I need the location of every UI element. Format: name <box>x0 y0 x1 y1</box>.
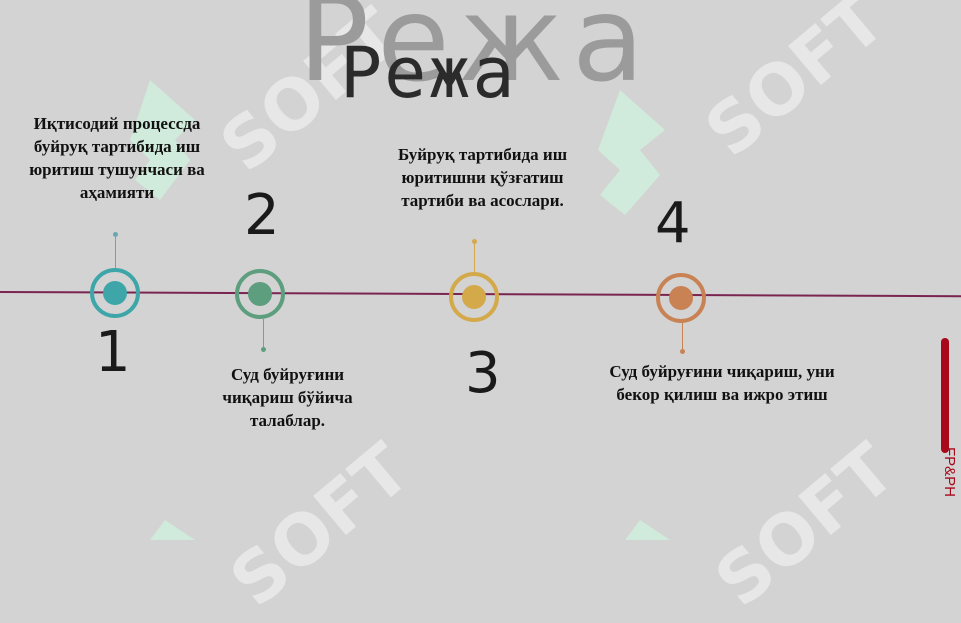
watermark-text: SOFT <box>690 0 901 173</box>
item-2-number: 2 <box>244 183 280 248</box>
item-2-dot <box>261 347 266 352</box>
item-1-dot <box>113 232 118 237</box>
side-label: FP&PH <box>941 447 958 498</box>
watermark-text: SOFT <box>215 427 426 623</box>
item-3-stem <box>474 244 475 272</box>
item-1-number: 1 <box>95 320 131 385</box>
item-2-stem <box>263 319 264 347</box>
item-4-text: Суд буйруғини чиқариш, уни бекор қилиш в… <box>609 362 835 404</box>
item-3-node-center <box>462 285 486 309</box>
item-2-text: Суд буйруғини чиқариш бўйича талаблар. <box>222 365 353 430</box>
side-accent-bar <box>941 338 949 453</box>
item-4-number: 4 <box>655 191 691 256</box>
item-3-number: 3 <box>465 341 501 406</box>
item-1-stem <box>115 237 116 268</box>
item-1-text: Иқтисодий процессда буйруқ тартибида иш … <box>29 114 205 202</box>
item-3-dot <box>472 239 477 244</box>
item-3-node[interactable] <box>449 272 499 322</box>
title-shadow: Режа <box>298 0 653 108</box>
item-4-dot <box>680 349 685 354</box>
item-1-node-center <box>103 281 127 305</box>
page-title: Режа <box>340 32 517 114</box>
item-2-node-center <box>248 282 272 306</box>
item-4-node-center <box>669 286 693 310</box>
watermark-text: SOFT <box>700 427 911 623</box>
item-2-node[interactable] <box>235 269 285 319</box>
item-4-stem <box>682 323 683 349</box>
item-3-text: Буйруқ тартибида иш юритишни қўзғатиш та… <box>397 145 568 210</box>
item-1-node[interactable] <box>90 268 140 318</box>
item-4-node[interactable] <box>656 273 706 323</box>
